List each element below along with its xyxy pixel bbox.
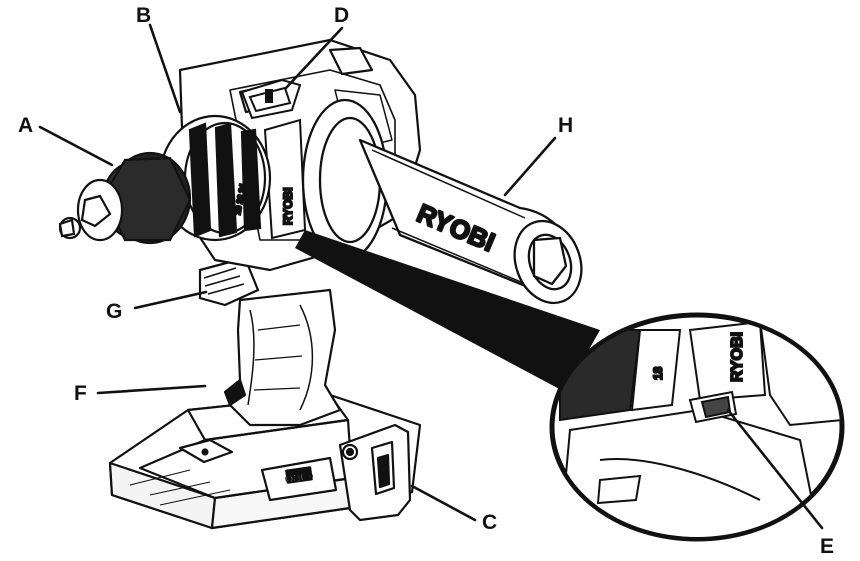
label-b: B [136, 4, 151, 27]
callout-labels: A B C D E F G H [18, 4, 834, 558]
mode-selector [240, 78, 302, 120]
label-c: C [482, 511, 497, 534]
housing-brand-text: RYOBI [281, 187, 295, 225]
label-d: D [334, 4, 349, 27]
detail-brand-text: RYOBI [729, 332, 746, 382]
label-e: E [820, 535, 834, 558]
detail-markings: 18 [651, 366, 665, 380]
battery-pack: ONE+ [108, 393, 422, 530]
grip-handle [223, 288, 342, 427]
keyless-chuck [58, 151, 192, 245]
housing-side-band: RYOBI [263, 118, 307, 240]
label-h: H [558, 114, 573, 137]
label-a: A [18, 114, 33, 137]
auxiliary-handle: RYOBI [301, 98, 583, 305]
label-g: G [106, 300, 122, 323]
battery-badge-text: ONE+ [285, 471, 314, 486]
detail-inset: 18 RYOBI [549, 312, 845, 542]
label-f: F [74, 382, 87, 405]
detail-cone [295, 230, 600, 392]
leader-lines [38, 23, 824, 530]
belt-clip [338, 423, 412, 522]
